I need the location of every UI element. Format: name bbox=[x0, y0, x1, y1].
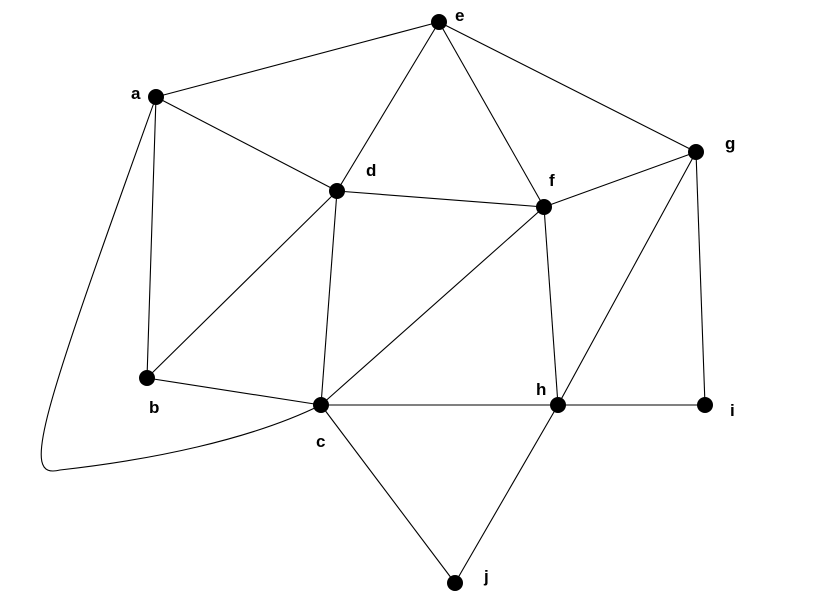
node-label-b: b bbox=[149, 398, 159, 417]
edge-d-c bbox=[320, 190, 338, 406]
node-h bbox=[550, 397, 566, 413]
edges-layer bbox=[40, 21, 706, 584]
edge-f-c bbox=[320, 206, 545, 406]
edge-a-c bbox=[40, 96, 322, 472]
edge-c-j bbox=[320, 404, 456, 584]
node-label-j: j bbox=[483, 567, 489, 586]
node-label-d: d bbox=[366, 161, 376, 180]
edge-g-i bbox=[695, 151, 706, 406]
node-j bbox=[447, 575, 463, 591]
edge-g-h bbox=[557, 151, 697, 406]
edge-a-e bbox=[155, 21, 440, 98]
edge-a-b bbox=[146, 96, 157, 379]
edge-f-g bbox=[543, 151, 697, 208]
node-label-a: a bbox=[131, 84, 141, 103]
edge-d-f bbox=[336, 190, 545, 208]
edge-e-g bbox=[438, 21, 697, 153]
node-label-c: c bbox=[316, 432, 325, 451]
node-b bbox=[139, 370, 155, 386]
node-label-e: e bbox=[455, 6, 464, 25]
node-label-h: h bbox=[536, 380, 546, 399]
edge-d-b bbox=[146, 190, 338, 379]
node-i bbox=[697, 397, 713, 413]
node-label-g: g bbox=[725, 134, 735, 153]
edge-h-j bbox=[454, 404, 559, 584]
node-g bbox=[688, 144, 704, 160]
node-label-i: i bbox=[730, 401, 735, 420]
node-e bbox=[431, 14, 447, 30]
edge-f-h bbox=[543, 206, 559, 406]
edge-a-d bbox=[155, 96, 338, 192]
node-f bbox=[536, 199, 552, 215]
nodes-layer bbox=[139, 14, 713, 591]
edge-b-c bbox=[146, 377, 322, 406]
node-label-f: f bbox=[549, 171, 555, 190]
node-a bbox=[148, 89, 164, 105]
node-c bbox=[313, 397, 329, 413]
node-d bbox=[329, 183, 345, 199]
edge-e-f bbox=[438, 21, 545, 208]
labels-layer: a b c d e f g h i j bbox=[131, 6, 735, 586]
edge-e-d bbox=[336, 21, 440, 192]
